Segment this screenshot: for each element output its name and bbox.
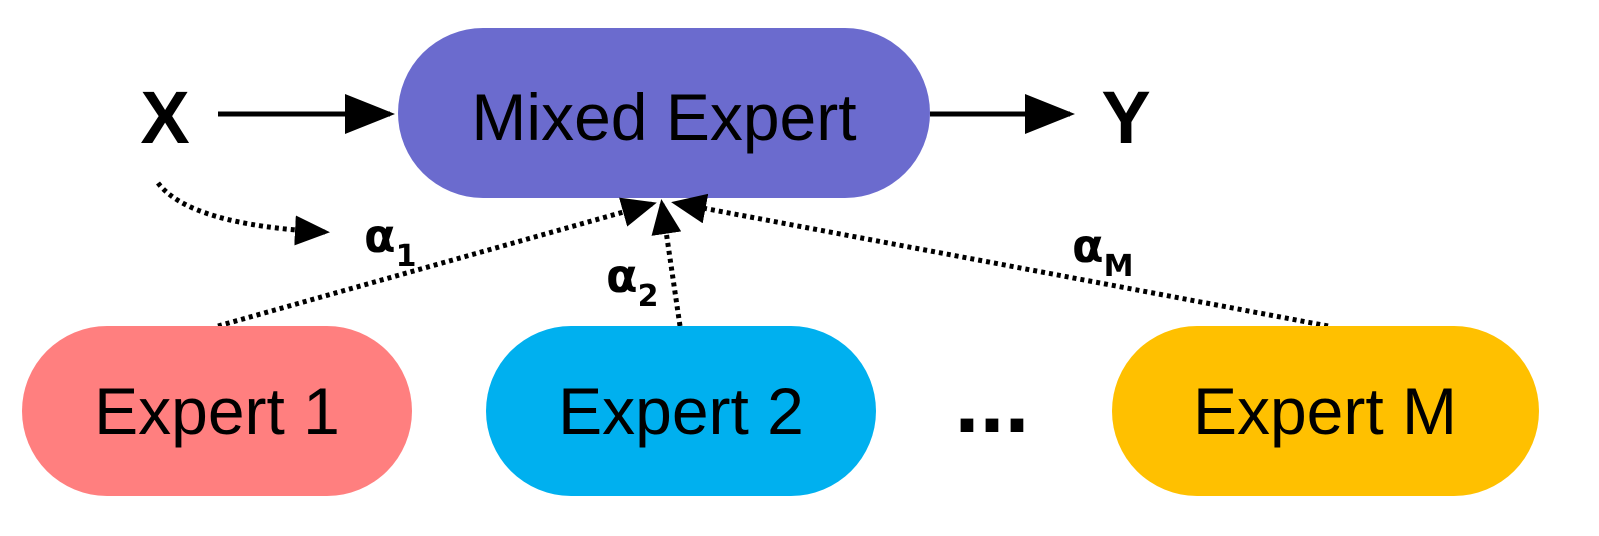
weight-alpha-m-symbol: α [1072, 219, 1104, 273]
mixed-expert-box [398, 28, 930, 198]
mixed-expert-label: Mixed Expert [471, 80, 856, 154]
expert-m-arrow [671, 193, 1329, 329]
weight-alpha-2-subscript: 2 [638, 279, 659, 314]
output-label: Y [1101, 76, 1150, 159]
expert-1-node: Expert 1 [22, 326, 412, 496]
expert-1-arrow [217, 197, 657, 329]
gating-arrow [156, 181, 330, 246]
weight-alpha-1: α1 [364, 209, 416, 274]
ellipsis: ... [954, 352, 1029, 452]
expert-m-label: Expert M [1193, 374, 1457, 448]
expert-2-box [486, 326, 876, 496]
expert-1-label: Expert 1 [94, 374, 340, 448]
weight-alpha-1-symbol: α [364, 209, 396, 263]
weight-alpha-m-subscript: M [1104, 249, 1134, 284]
weight-alpha-2-symbol: α [606, 249, 638, 303]
input-label: X [140, 76, 189, 159]
expert-m-node: Expert M [1112, 326, 1539, 496]
expert-2-arrow [651, 199, 683, 327]
weight-alpha-1-subscript: 1 [396, 239, 417, 274]
weight-alpha-m: αM [1072, 219, 1133, 284]
expert-1-box [22, 326, 412, 496]
expert-m-box [1112, 326, 1539, 496]
mixed-expert-node: Mixed Expert [398, 28, 930, 198]
expert-2-node: Expert 2 [486, 326, 876, 496]
expert-2-label: Expert 2 [558, 374, 804, 448]
weight-alpha-2: α2 [606, 249, 658, 314]
